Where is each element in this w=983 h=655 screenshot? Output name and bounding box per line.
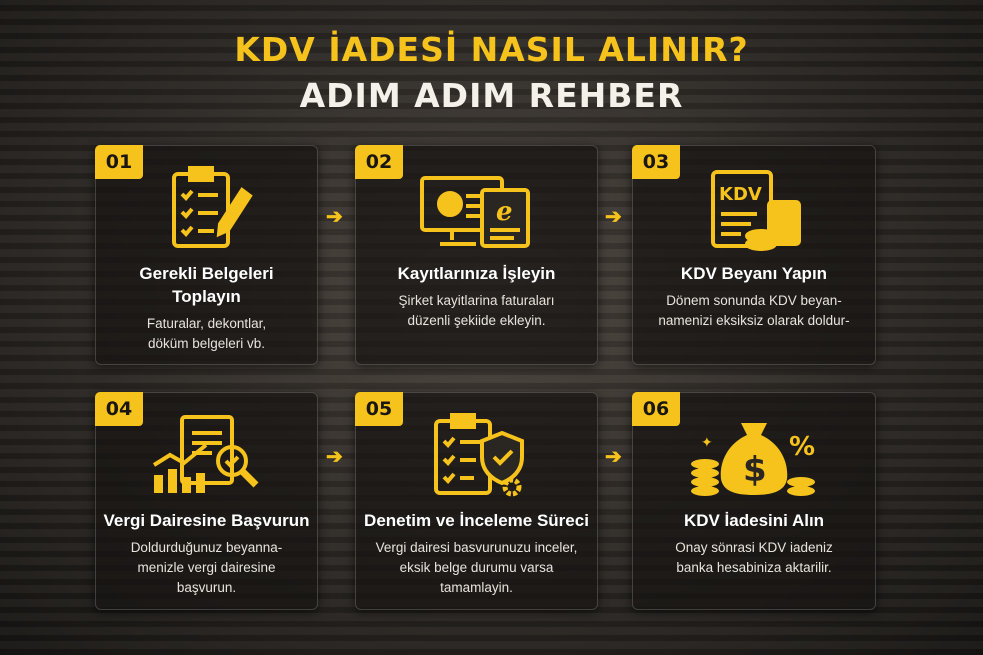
clipboard-checklist-pencil-icon [171,166,253,248]
arrow-right-icon: ➔ [605,446,622,468]
step-content: Gerekli Belgeleri Toplayın Faturalar, de… [126,262,287,354]
page-subtitle: ADIM ADIM REHBER [299,76,684,115]
svg-text:KDV: KDV [719,184,762,205]
money-bag-coins-percent-icon: $ % ✦ [691,423,815,496]
step-description: Doldurduğunuz beyanna-menizle vergi dair… [130,540,283,595]
step-card-1: 01 Gerekli Belgeleri Toplayın Faturalar,… [95,145,318,365]
arrow-right-icon: ➔ [605,206,622,228]
page-title: KDV İADESİ NASIL ALINIR? [234,30,749,69]
step-title: Vergi Dairesine Başvurun [103,511,310,530]
step-number-badge: 05 [355,392,403,426]
step-title: Kayıtlarınıza İşleyin [397,264,556,283]
step-number-badge: 03 [632,145,680,179]
step-description: Şirket kayitlarina faturaları düzenli şe… [398,293,555,328]
step-number-badge: 02 [355,145,403,179]
step-number-badge: 04 [95,392,143,426]
step-card-3: 03 KDV KDV Beyanı Yapın Dönem sonunda KD… [632,145,876,365]
arrow-right-icon: ➔ [326,446,343,468]
step-content: KDV İadesini Alın Onay sönrasi KDV iaden… [637,509,871,578]
step-description: Onay sönrasi KDV iadeniz banka hesabiniz… [675,540,833,575]
svg-text:$: $ [743,450,767,490]
step-card-2: 02 e Kayıtlarınıza İşleyin Şirket kayitl… [355,145,598,365]
kdv-form-calculator-coins-icon: KDV [711,170,801,251]
step-number-badge: 01 [95,145,143,179]
step-description: Dönem sonunda KDV beyan-namenizi eksiksi… [658,293,850,328]
step-content: Vergi Dairesine Başvurun Doldurduğunuz b… [98,509,315,598]
clipboard-shield-gear-icon [433,413,524,497]
chart-document-magnifier-icon [152,415,258,493]
step-card-5: 05 Denetim ve İnceleme Süreci Vergi dair… [355,392,598,610]
step-title: KDV Beyanı Yapın [680,264,828,283]
step-content: KDV Beyanı Yapın Dönem sonunda KDV beyan… [637,262,871,331]
step-content: Denetim ve İnceleme Süreci Vergi dairesi… [358,509,595,598]
step-card-6: 06 $ % ✦ KDV İadesini Alın Onay sönrasi … [632,392,876,610]
step-title: KDV İadesini Alın [683,511,825,530]
svg-text:✦: ✦ [701,434,713,450]
step-card-4: 04 Vergi Dairesine Başvurun Doldurduğunu… [95,392,318,610]
step-description: Faturalar, dekontlar, döküm belgeleri vb… [146,316,267,351]
step-title: Denetim ve İnceleme Süreci [364,511,589,530]
arrow-right-icon: ➔ [326,206,343,228]
computer-e-invoice-icon: e [419,176,530,248]
step-description: Vergi dairesi basvurunuzu inceler, eksik… [375,540,578,595]
svg-text:e: e [496,197,513,227]
svg-text:%: % [789,432,815,462]
step-content: Kayıtlarınıza İşleyin Şirket kayitlarina… [360,262,593,331]
step-title: Gerekli Belgeleri Toplayın [139,264,274,306]
step-number-badge: 06 [632,392,680,426]
